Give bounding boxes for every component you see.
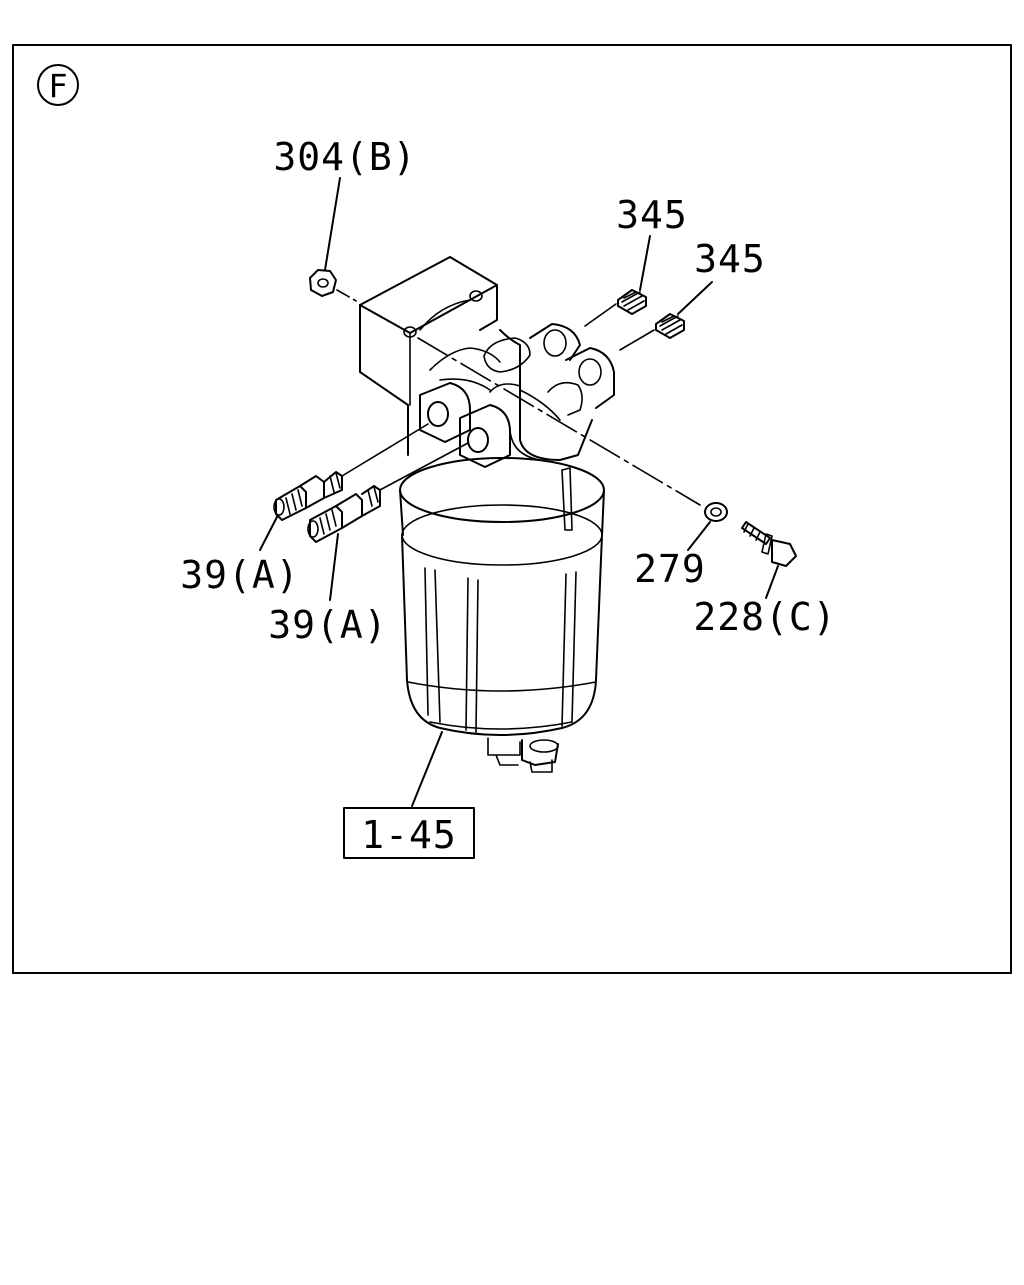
view-marker-letter: F (48, 67, 67, 105)
filter-bowl (399, 457, 605, 807)
callout-279: 279 (634, 547, 706, 591)
assembly-label: 1-45 (361, 813, 457, 857)
connector-39a-upper: 39(A) (180, 423, 429, 597)
assembly-label-box: 1-45 (343, 807, 475, 859)
bolt-228c: 228(C) (693, 521, 836, 639)
washer-279: 279 (634, 502, 728, 591)
callout-345-lower: 345 (694, 237, 766, 281)
callout-228c: 228(C) (693, 595, 836, 639)
view-marker: F (37, 64, 79, 106)
diagram-frame (12, 44, 1012, 974)
assembly-axis-line (417, 337, 701, 506)
callout-39a-upper: 39(A) (180, 553, 299, 597)
callout-304b: 304(B) (273, 135, 416, 179)
plug-345-upper: 345 (584, 193, 688, 327)
callout-39a-lower: 39(A) (268, 603, 387, 647)
plug-345-lower: 345 (619, 237, 766, 351)
filter-head (359, 256, 615, 468)
nut-304b: 304(B) (273, 135, 416, 303)
connector-39a-lower: 39(A) (268, 442, 469, 647)
callout-345-upper: 345 (616, 193, 688, 237)
